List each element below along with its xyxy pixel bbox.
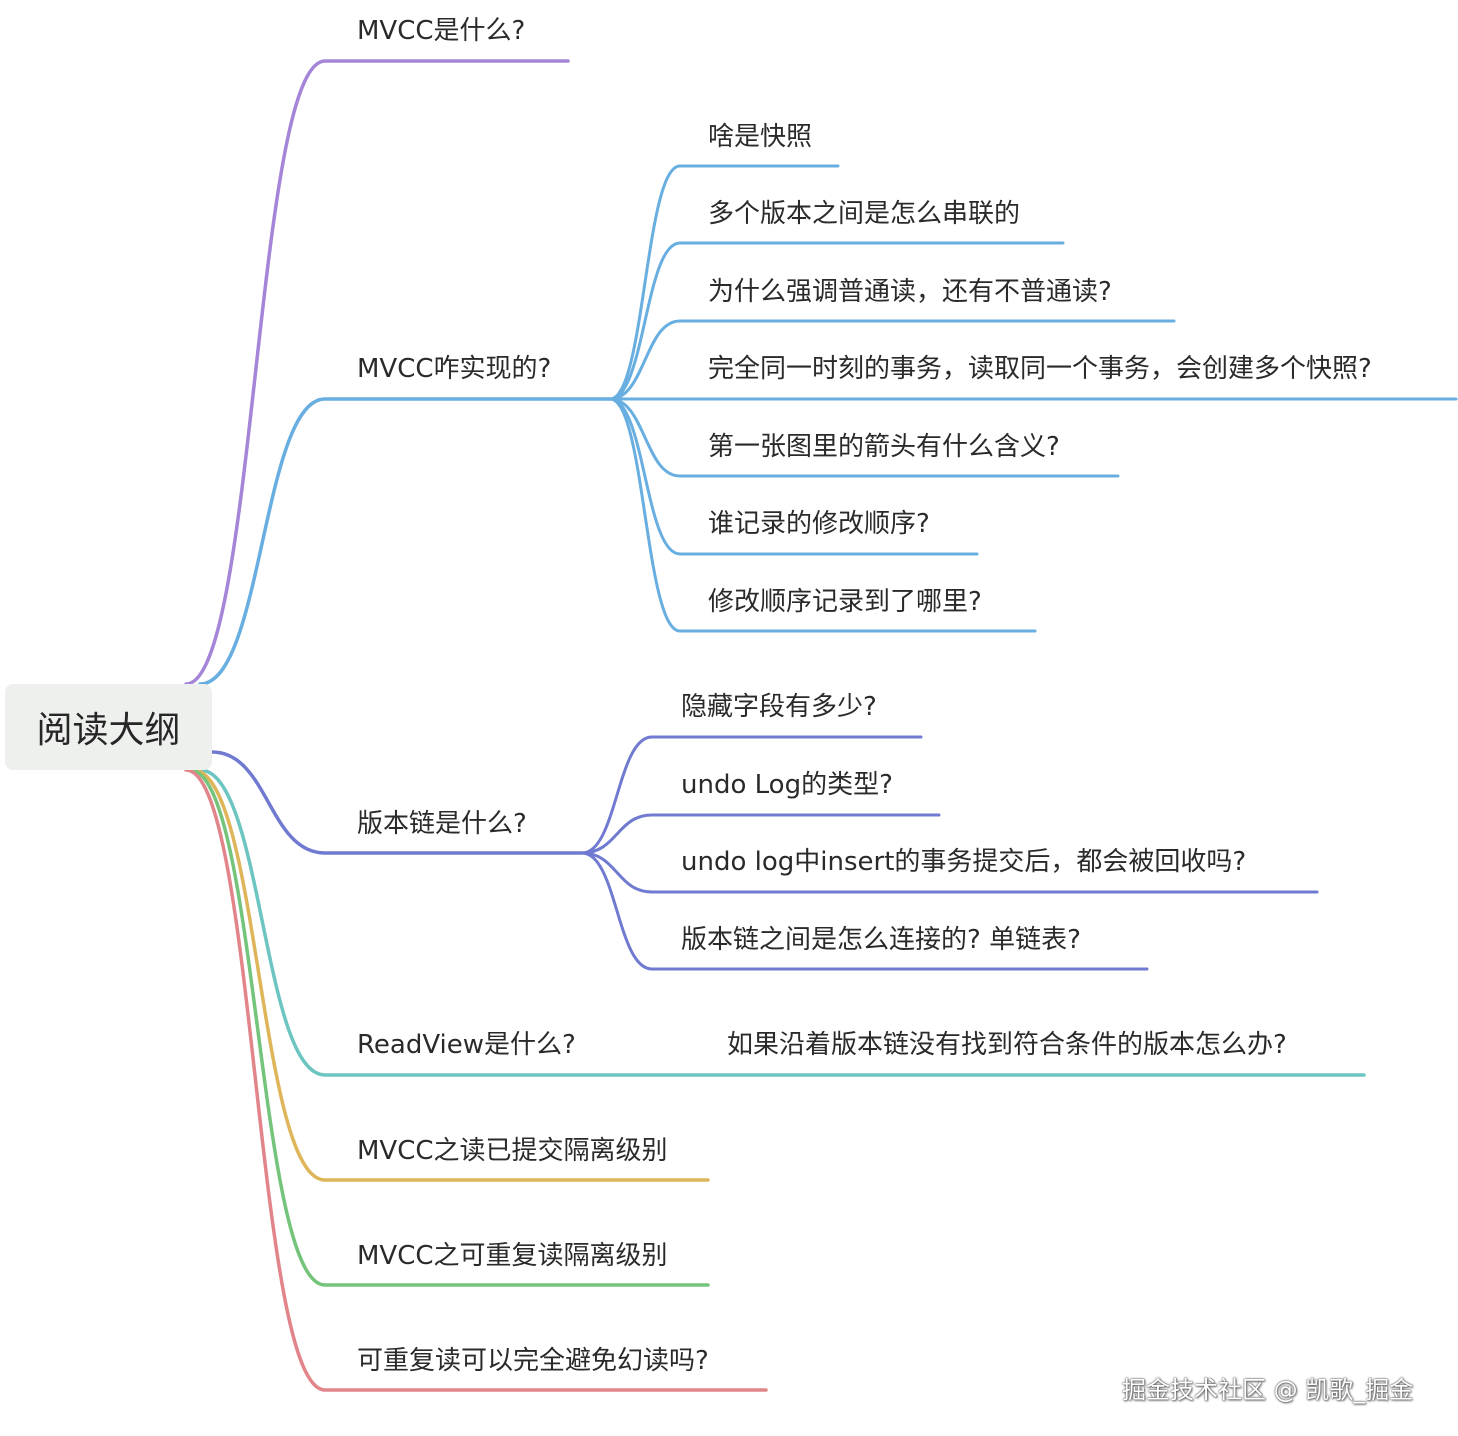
edge-version-chain xyxy=(210,750,584,855)
child-snapshot[interactable]: 啥是快照 xyxy=(708,122,813,152)
child-chain-link[interactable]: 版本链之间是怎么连接的? 单链表? xyxy=(681,925,1081,955)
edge-read-committed xyxy=(191,768,710,1182)
edge-readview xyxy=(198,768,1366,1077)
child-same-moment[interactable]: 完全同一时刻的事务，读取同一个事务，会创建多个快照? xyxy=(708,354,1372,384)
watermark: 掘金技术社区 @ 凯歌_掘金 xyxy=(1122,1376,1414,1404)
branch-mvcc-what[interactable]: MVCC是什么? xyxy=(357,16,526,46)
root-label: 阅读大纲 xyxy=(36,710,181,751)
branch-read-committed[interactable]: MVCC之读已提交隔离级别 xyxy=(357,1136,668,1166)
child-undo-insert[interactable]: undo log中insert的事务提交后，都会被回收吗? xyxy=(681,847,1247,877)
child-where-recorded[interactable]: 修改顺序记录到了哪里? xyxy=(708,587,982,617)
child-undo-log-types[interactable]: undo Log的类型? xyxy=(681,770,893,800)
branch-mvcc-impl[interactable]: MVCC咋实现的? xyxy=(357,354,552,384)
edge-chain-link xyxy=(580,851,1149,971)
child-hidden-fields[interactable]: 隐藏字段有多少? xyxy=(681,692,877,722)
child-no-version[interactable]: 如果沿着版本链没有找到符合条件的版本怎么办? xyxy=(727,1030,1287,1060)
edge-normal-read xyxy=(608,319,1176,401)
child-version-link[interactable]: 多个版本之间是怎么串联的 xyxy=(708,199,1021,229)
branch-version-chain[interactable]: 版本链是什么? xyxy=(357,809,527,839)
edge-undo-log-types xyxy=(580,813,941,855)
child-normal-read[interactable]: 为什么强调普通读，还有不普通读? xyxy=(708,277,1112,307)
branch-repeatable-read[interactable]: MVCC之可重复读隔离级别 xyxy=(357,1241,668,1271)
edge-where-recorded xyxy=(608,397,1037,633)
branch-readview[interactable]: ReadView是什么? xyxy=(357,1030,576,1060)
edge-undo-insert xyxy=(580,851,1319,894)
branch-phantom-read[interactable]: 可重复读可以完全避免幻读吗? xyxy=(357,1346,709,1376)
edge-repeatable-read xyxy=(188,768,710,1287)
root-node[interactable]: 阅读大纲 xyxy=(5,684,212,770)
edge-arrow-meaning xyxy=(608,397,1120,478)
child-who-records[interactable]: 谁记录的修改顺序? xyxy=(708,509,930,539)
edge-version-link xyxy=(608,241,1065,401)
edge-phantom-read xyxy=(184,768,768,1392)
edge-who-records xyxy=(608,397,979,556)
edge-mvcc-impl xyxy=(198,397,612,686)
child-arrow-meaning[interactable]: 第一张图里的箭头有什么含义? xyxy=(708,432,1060,462)
edge-mvcc-what xyxy=(184,59,570,686)
edge-hidden-fields xyxy=(580,735,923,855)
edge-snapshot xyxy=(608,164,840,401)
